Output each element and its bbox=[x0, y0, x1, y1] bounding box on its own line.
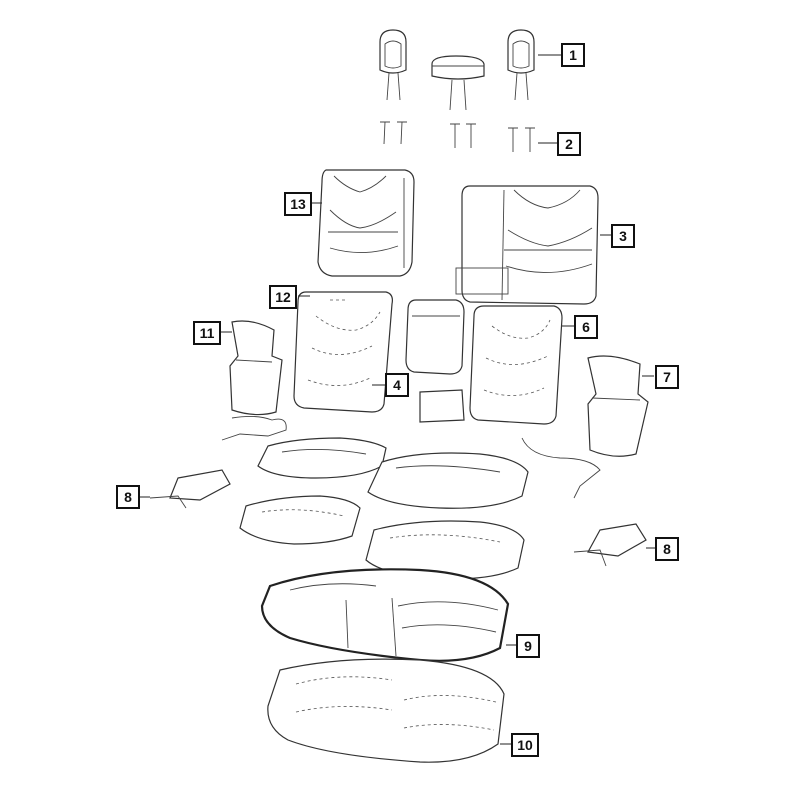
callout-3: 3 bbox=[611, 224, 635, 248]
seat-cushion-pad bbox=[267, 658, 505, 763]
headrest-left bbox=[379, 29, 407, 101]
callout-11: 11 bbox=[193, 321, 221, 345]
callout-9: 9 bbox=[516, 634, 540, 658]
cushion-lower-left bbox=[239, 495, 361, 545]
side-bolster-right bbox=[521, 355, 649, 499]
headrest-guides bbox=[380, 121, 535, 152]
callout-1: 1 bbox=[561, 43, 585, 67]
callout-8-right: 8 bbox=[655, 537, 679, 561]
cushion-upper-left bbox=[257, 437, 387, 479]
headrest-right bbox=[507, 29, 535, 101]
bracket-right bbox=[573, 523, 647, 567]
cushion-upper-right bbox=[367, 452, 529, 509]
headrest-center bbox=[431, 55, 485, 111]
callout-6: 6 bbox=[574, 315, 598, 339]
callout-10: 10 bbox=[511, 733, 539, 757]
seat-cushion-cover bbox=[260, 568, 510, 662]
callout-13: 13 bbox=[284, 192, 312, 216]
callout-4: 4 bbox=[385, 373, 409, 397]
seatback-pad-right bbox=[469, 305, 563, 425]
seatback-cover-left bbox=[317, 169, 415, 277]
callout-12: 12 bbox=[269, 285, 297, 309]
side-bolster-left bbox=[221, 320, 287, 441]
bracket-left bbox=[149, 469, 231, 509]
seatback-pad-left bbox=[293, 291, 393, 413]
callout-2: 2 bbox=[557, 132, 581, 156]
center-armrest bbox=[405, 299, 465, 423]
callout-8-left: 8 bbox=[116, 485, 140, 509]
callout-7: 7 bbox=[655, 365, 679, 389]
seatback-cover-right bbox=[455, 185, 599, 305]
